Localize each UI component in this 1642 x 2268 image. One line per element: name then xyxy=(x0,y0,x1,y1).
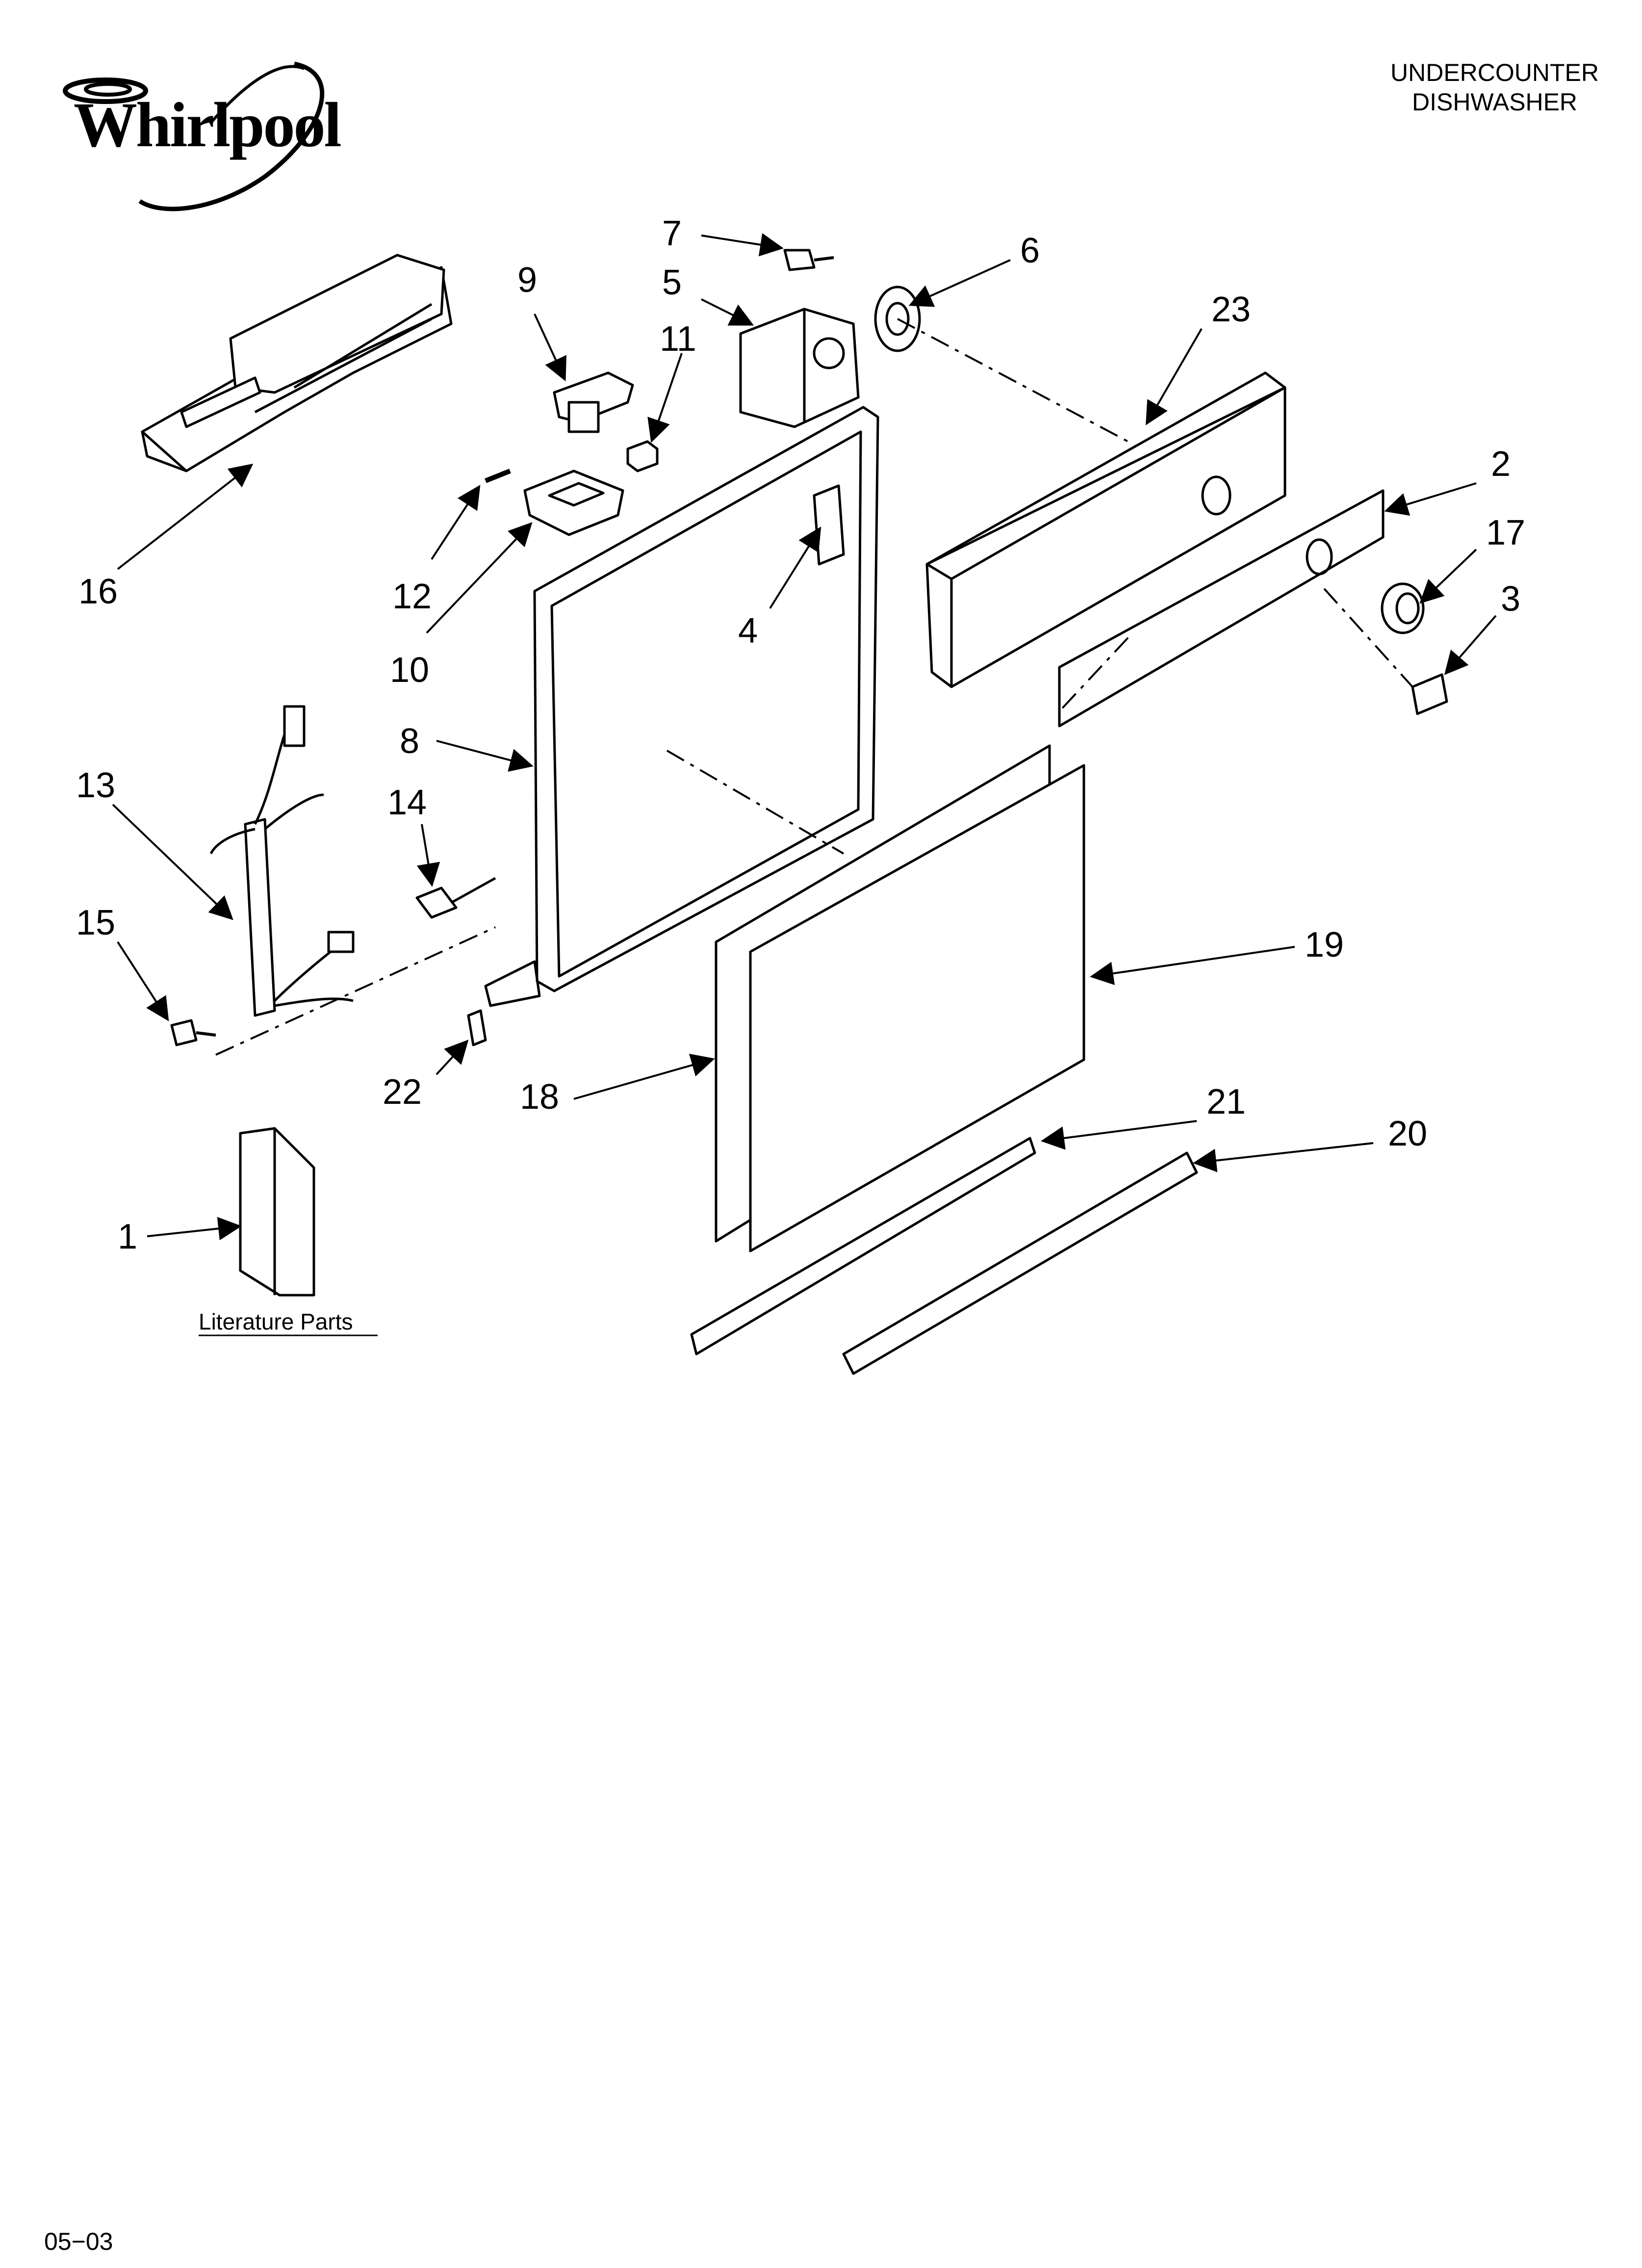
callout-1: 1 xyxy=(118,1217,137,1256)
leader-6 xyxy=(908,259,1011,307)
leader-8 xyxy=(436,740,534,772)
part-13-wire-harness xyxy=(209,705,355,1017)
leader-11 xyxy=(647,353,683,443)
leader-20 xyxy=(1193,1142,1374,1173)
leader-4 xyxy=(769,526,821,609)
callout-5: 5 xyxy=(662,263,682,302)
leader-5 xyxy=(701,298,754,326)
leader-18 xyxy=(573,1053,715,1100)
part-4-hinge-bracket xyxy=(813,484,845,566)
part-20-kick-panel xyxy=(842,1151,1198,1375)
part-11-switch xyxy=(626,440,659,472)
part-5-timer-module xyxy=(739,308,860,428)
part-15-screw xyxy=(170,1019,216,1046)
leader-19 xyxy=(1090,946,1295,985)
part-18-inner-panel xyxy=(749,764,1085,1252)
part-17-knob xyxy=(1381,582,1425,634)
callout-2: 2 xyxy=(1491,444,1511,484)
part-14-sensor xyxy=(415,877,496,919)
callout-8: 8 xyxy=(400,722,419,761)
callout-3: 3 xyxy=(1501,579,1520,619)
heading-line-1: UNDERCOUNTER xyxy=(1390,59,1599,86)
callout-18: 18 xyxy=(520,1077,559,1117)
part-1-literature xyxy=(239,1127,315,1297)
leader-1 xyxy=(147,1217,242,1241)
leader-23 xyxy=(1145,328,1203,425)
leader-13 xyxy=(112,804,233,920)
leader-14 xyxy=(416,824,440,887)
leader-12 xyxy=(431,485,481,560)
leader-10 xyxy=(426,522,533,634)
callout-14: 14 xyxy=(387,783,427,822)
part-22-clip xyxy=(467,1009,487,1046)
part-8-door-frame xyxy=(484,406,879,1007)
part-7-screw xyxy=(783,249,834,271)
callout-20: 20 xyxy=(1388,1114,1427,1153)
part-23-console xyxy=(925,371,1286,688)
callout-13: 13 xyxy=(76,766,115,805)
part-12-pin xyxy=(485,469,511,483)
part-9-switch-bracket xyxy=(553,371,634,433)
leader-3 xyxy=(1444,615,1497,676)
callout-22: 22 xyxy=(383,1072,422,1112)
part-21-trim-strip xyxy=(690,1137,1036,1356)
callout-9: 9 xyxy=(517,261,537,300)
heading-line-2: DISHWASHER xyxy=(1411,88,1578,116)
diagram-heading: UNDERCOUNTER DISHWASHER xyxy=(1390,58,1599,117)
leader-22 xyxy=(436,1040,469,1075)
leader-21 xyxy=(1041,1120,1197,1150)
callout-21: 21 xyxy=(1206,1082,1246,1121)
callout-11: 11 xyxy=(660,319,696,359)
brand-wordmark: Whirlpool xyxy=(74,90,342,160)
part-10-latch-housing xyxy=(523,469,624,536)
callout-4: 4 xyxy=(738,611,758,651)
callout-6: 6 xyxy=(1020,231,1040,270)
literature-parts-label: Literature Parts xyxy=(199,1309,353,1334)
callout-19: 19 xyxy=(1305,925,1344,965)
part-3-button xyxy=(1411,673,1448,715)
callout-16: 16 xyxy=(78,572,118,611)
whirlpool-swirl-icon xyxy=(63,61,325,211)
leader-17 xyxy=(1419,548,1477,604)
callout-12: 12 xyxy=(392,577,432,616)
part-16-housing xyxy=(141,254,453,472)
leader-15 xyxy=(117,941,169,1021)
part-2-control-panel xyxy=(1058,489,1385,728)
callout-10: 10 xyxy=(390,651,429,690)
revision-code: 05−03 xyxy=(44,2228,113,2255)
callout-23: 23 xyxy=(1211,290,1251,329)
callout-15: 15 xyxy=(76,903,115,942)
callout-7: 7 xyxy=(662,214,682,253)
leader-9 xyxy=(534,313,567,382)
callout-17: 17 xyxy=(1486,513,1525,552)
leader-16 xyxy=(117,464,254,570)
leader-2 xyxy=(1384,482,1477,516)
leader-7 xyxy=(701,233,784,257)
